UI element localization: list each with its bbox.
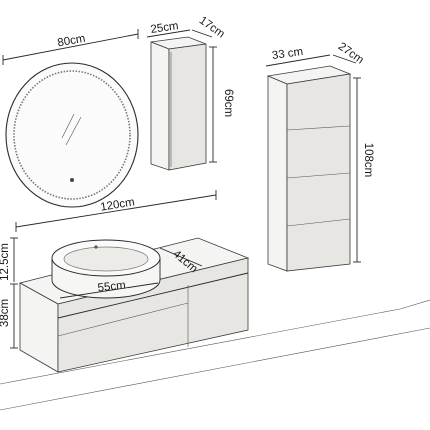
floor-line-end [399,299,430,310]
tall-cabinet-shelf-3 [286,218,351,227]
tall-cabinet-depth-dimension: 27cm [332,41,366,67]
round-mirror [5,62,139,208]
tall-cabinet [266,65,352,272]
label-mirror-width: 80cm [57,33,87,50]
basin-width-dimension: 55cm [59,280,159,299]
label-basin-height: 12.5cm [0,243,11,281]
mirror-reflection-2 [65,116,82,146]
small-cabinet-height-dimension: 69cm [209,46,234,163]
tall-cabinet-shelf-2 [286,172,351,179]
vanity-drawer-line [57,302,189,337]
mirror-reflection-1 [61,113,75,139]
tall-cabinet-width-dimension: 33 cm [265,46,331,67]
basin-height-dimension: 12.5cm [0,237,18,282]
vanity-top-edge [57,272,249,319]
small-cabinet-width-dimension: 25cm [146,20,191,38]
tall-cabinet-height-dimension: 108cm [353,77,374,263]
basin-drain-icon [94,245,98,249]
label-basin-width: 55cm [97,280,126,295]
label-tall-cabinet-depth: 27cm [336,41,366,67]
vanity-width-dimension: 120cm [15,190,217,232]
label-vanity-height: 38cm [0,299,11,327]
label-small-cabinet-width: 25cm [150,20,180,36]
small-cabinet-depth-dimension: 17cm [191,15,227,41]
mirror-outer-ring [5,62,139,208]
label-small-cabinet-height: 69cm [222,89,234,117]
small-wall-cabinet [150,36,207,171]
basin-bowl [63,246,149,272]
vanity-height-dimension: 38cm [0,283,18,349]
vanity-front [57,257,249,373]
mirror-touch-sensor-icon [70,178,74,182]
label-tall-cabinet-height: 108cm [362,143,374,178]
mirror-width-dimension: 80cm [2,29,139,65]
floor-lines [0,299,430,411]
tall-cabinet-shelf-1 [286,125,351,131]
floor-line-front [0,327,430,411]
mirror-led-ring [13,70,131,200]
label-vanity-width: 120cm [100,196,136,213]
label-tall-cabinet-width: 33 cm [271,46,304,62]
floor-line-back [0,308,401,385]
vessel-basin [51,239,161,299]
